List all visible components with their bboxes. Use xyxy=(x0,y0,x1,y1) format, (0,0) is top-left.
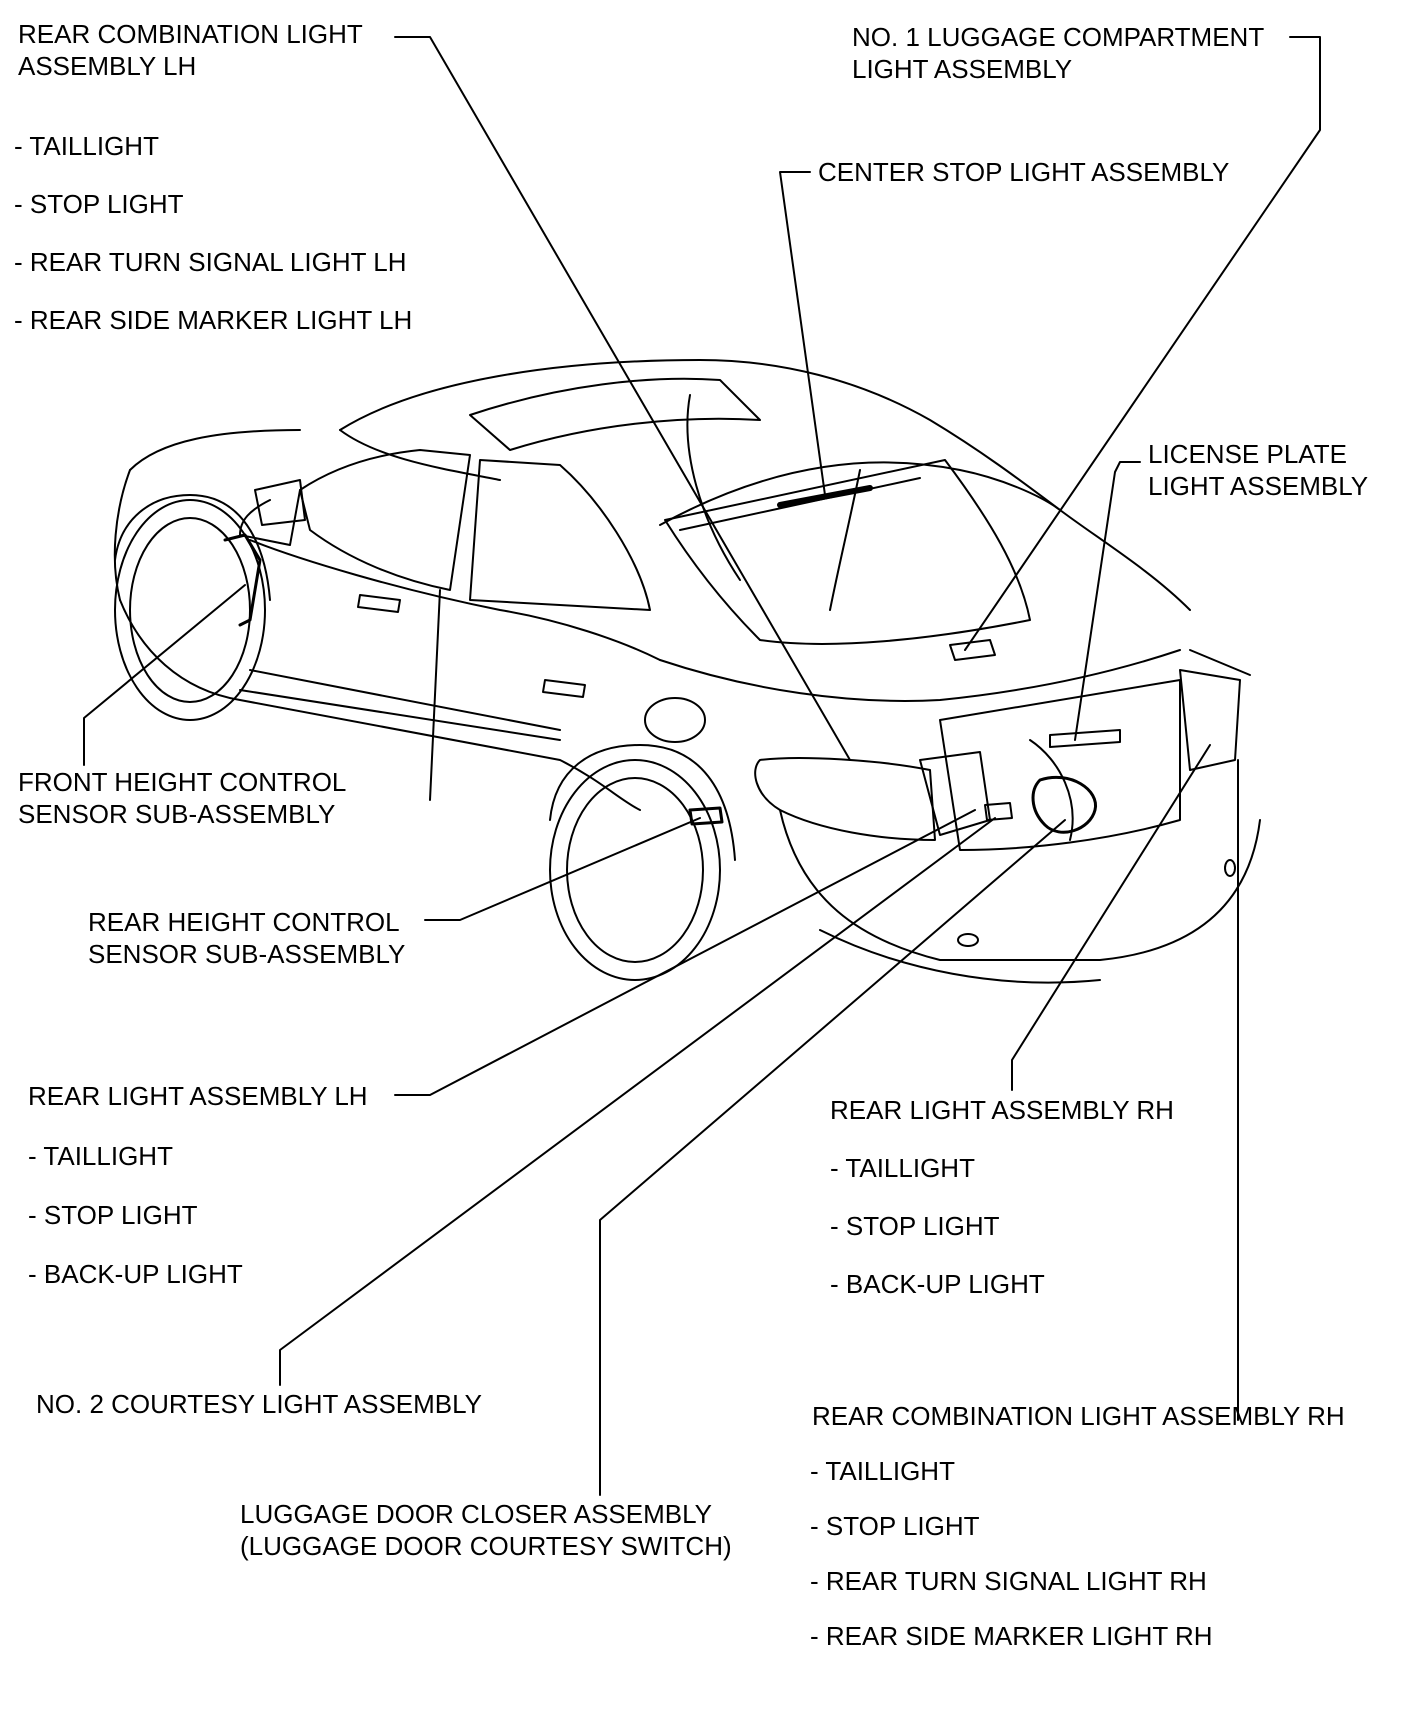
list-item: - TAILLIGHT xyxy=(830,1153,975,1183)
label-rear-light-lh: REAR LIGHT ASSEMBLY LH xyxy=(28,1080,368,1112)
label-line: LIGHT ASSEMBLY xyxy=(1148,471,1369,501)
label-line: NO. 1 LUGGAGE COMPARTMENT xyxy=(852,22,1265,52)
label-luggage-door-closer: LUGGAGE DOOR CLOSER ASSEMBLY (LUGGAGE DO… xyxy=(240,1498,732,1562)
leader-lines xyxy=(83,36,1321,1496)
label-line: REAR LIGHT ASSEMBLY LH xyxy=(28,1081,368,1111)
label-rear-combination-light-lh: REAR COMBINATION LIGHT ASSEMBLY LH xyxy=(18,18,363,82)
list-item: - TAILLIGHT xyxy=(14,131,159,161)
list-item: - BACK-UP LIGHT xyxy=(28,1259,243,1289)
label-line: REAR HEIGHT CONTROL xyxy=(88,907,400,937)
list-item: - TAILLIGHT xyxy=(810,1456,955,1486)
label-line: (LUGGAGE DOOR COURTESY SWITCH) xyxy=(240,1531,732,1561)
list-item: - STOP LIGHT xyxy=(830,1211,1000,1241)
label-line: FRONT HEIGHT CONTROL xyxy=(18,767,347,797)
label-line: REAR COMBINATION LIGHT ASSEMBLY RH xyxy=(812,1401,1345,1431)
label-line: NO. 2 COURTESY LIGHT ASSEMBLY xyxy=(36,1389,482,1419)
label-line: CENTER STOP LIGHT ASSEMBLY xyxy=(818,157,1230,187)
label-line: REAR LIGHT ASSEMBLY RH xyxy=(830,1095,1174,1125)
label-center-stop-light: CENTER STOP LIGHT ASSEMBLY xyxy=(818,156,1229,188)
label-line: LICENSE PLATE xyxy=(1148,439,1347,469)
list-item: - REAR TURN SIGNAL LIGHT RH xyxy=(810,1566,1207,1596)
label-line: REAR COMBINATION LIGHT xyxy=(18,19,363,49)
label-line: SENSOR SUB-ASSEMBLY xyxy=(88,939,406,969)
label-front-height-control-sensor: FRONT HEIGHT CONTROL SENSOR SUB-ASSEMBLY xyxy=(18,766,346,830)
list-item: - REAR SIDE MARKER LIGHT LH xyxy=(14,305,413,335)
label-rear-light-rh: REAR LIGHT ASSEMBLY RH xyxy=(830,1094,1174,1126)
list-item: - REAR TURN SIGNAL LIGHT LH xyxy=(14,247,407,277)
label-rear-combination-light-rh: REAR COMBINATION LIGHT ASSEMBLY RH xyxy=(812,1400,1345,1432)
label-rear-height-control-sensor: REAR HEIGHT CONTROL SENSOR SUB-ASSEMBLY xyxy=(88,906,405,970)
label-line: LIGHT ASSEMBLY xyxy=(852,54,1073,84)
car-body xyxy=(113,359,1261,984)
label-no1-luggage-compartment-light: NO. 1 LUGGAGE COMPARTMENT LIGHT ASSEMBLY xyxy=(852,21,1264,85)
list-item: - TAILLIGHT xyxy=(28,1141,173,1171)
list-item: - STOP LIGHT xyxy=(14,189,184,219)
list-item: - STOP LIGHT xyxy=(810,1511,980,1541)
label-line: SENSOR SUB-ASSEMBLY xyxy=(18,799,336,829)
label-license-plate-light: LICENSE PLATE LIGHT ASSEMBLY xyxy=(1148,438,1368,502)
list-item: - BACK-UP LIGHT xyxy=(830,1269,1045,1299)
label-no2-courtesy-light: NO. 2 COURTESY LIGHT ASSEMBLY xyxy=(36,1388,482,1420)
label-line: LUGGAGE DOOR CLOSER ASSEMBLY xyxy=(240,1499,712,1529)
list-item: - STOP LIGHT xyxy=(28,1200,198,1230)
list-item: - REAR SIDE MARKER LIGHT RH xyxy=(810,1621,1213,1651)
label-line: ASSEMBLY LH xyxy=(18,51,197,81)
